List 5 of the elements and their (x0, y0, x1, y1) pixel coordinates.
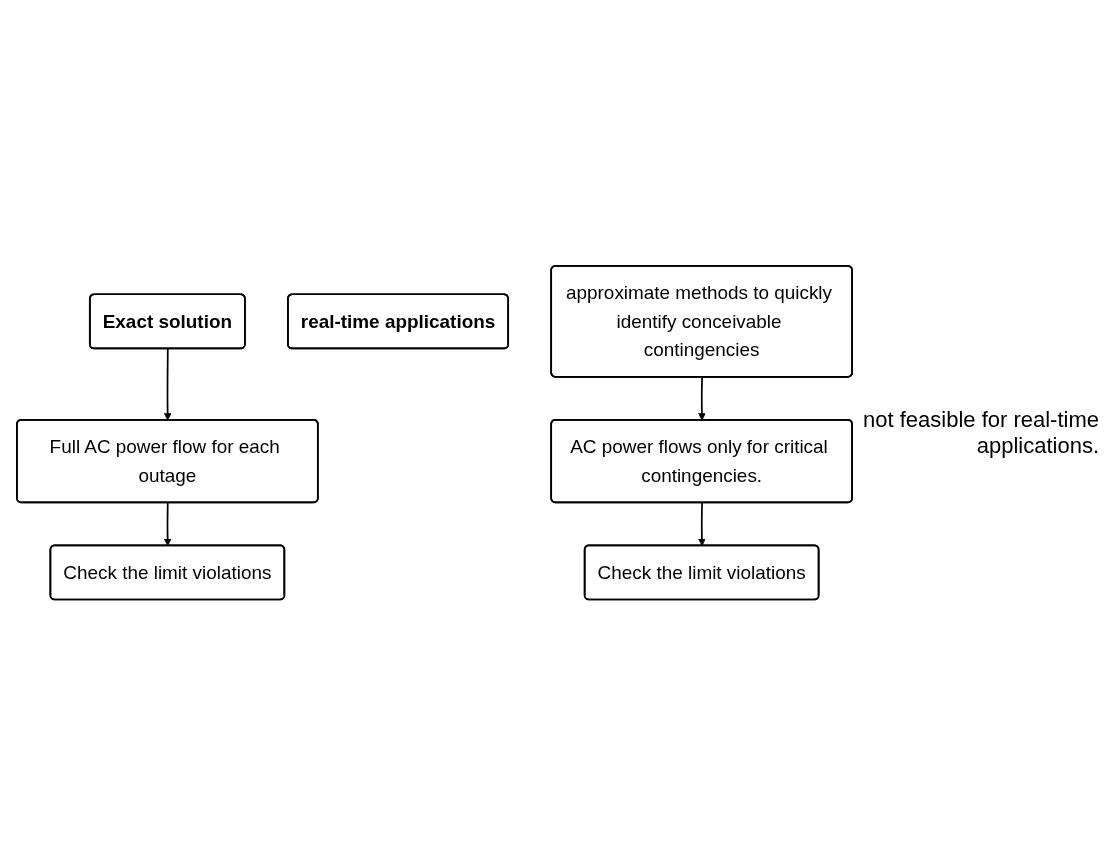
arrow (698, 376, 706, 421)
arrow (163, 502, 172, 547)
arrow (698, 502, 706, 547)
note-text: not feasible for real-time applications. (862, 407, 1099, 459)
arrow (163, 348, 172, 421)
